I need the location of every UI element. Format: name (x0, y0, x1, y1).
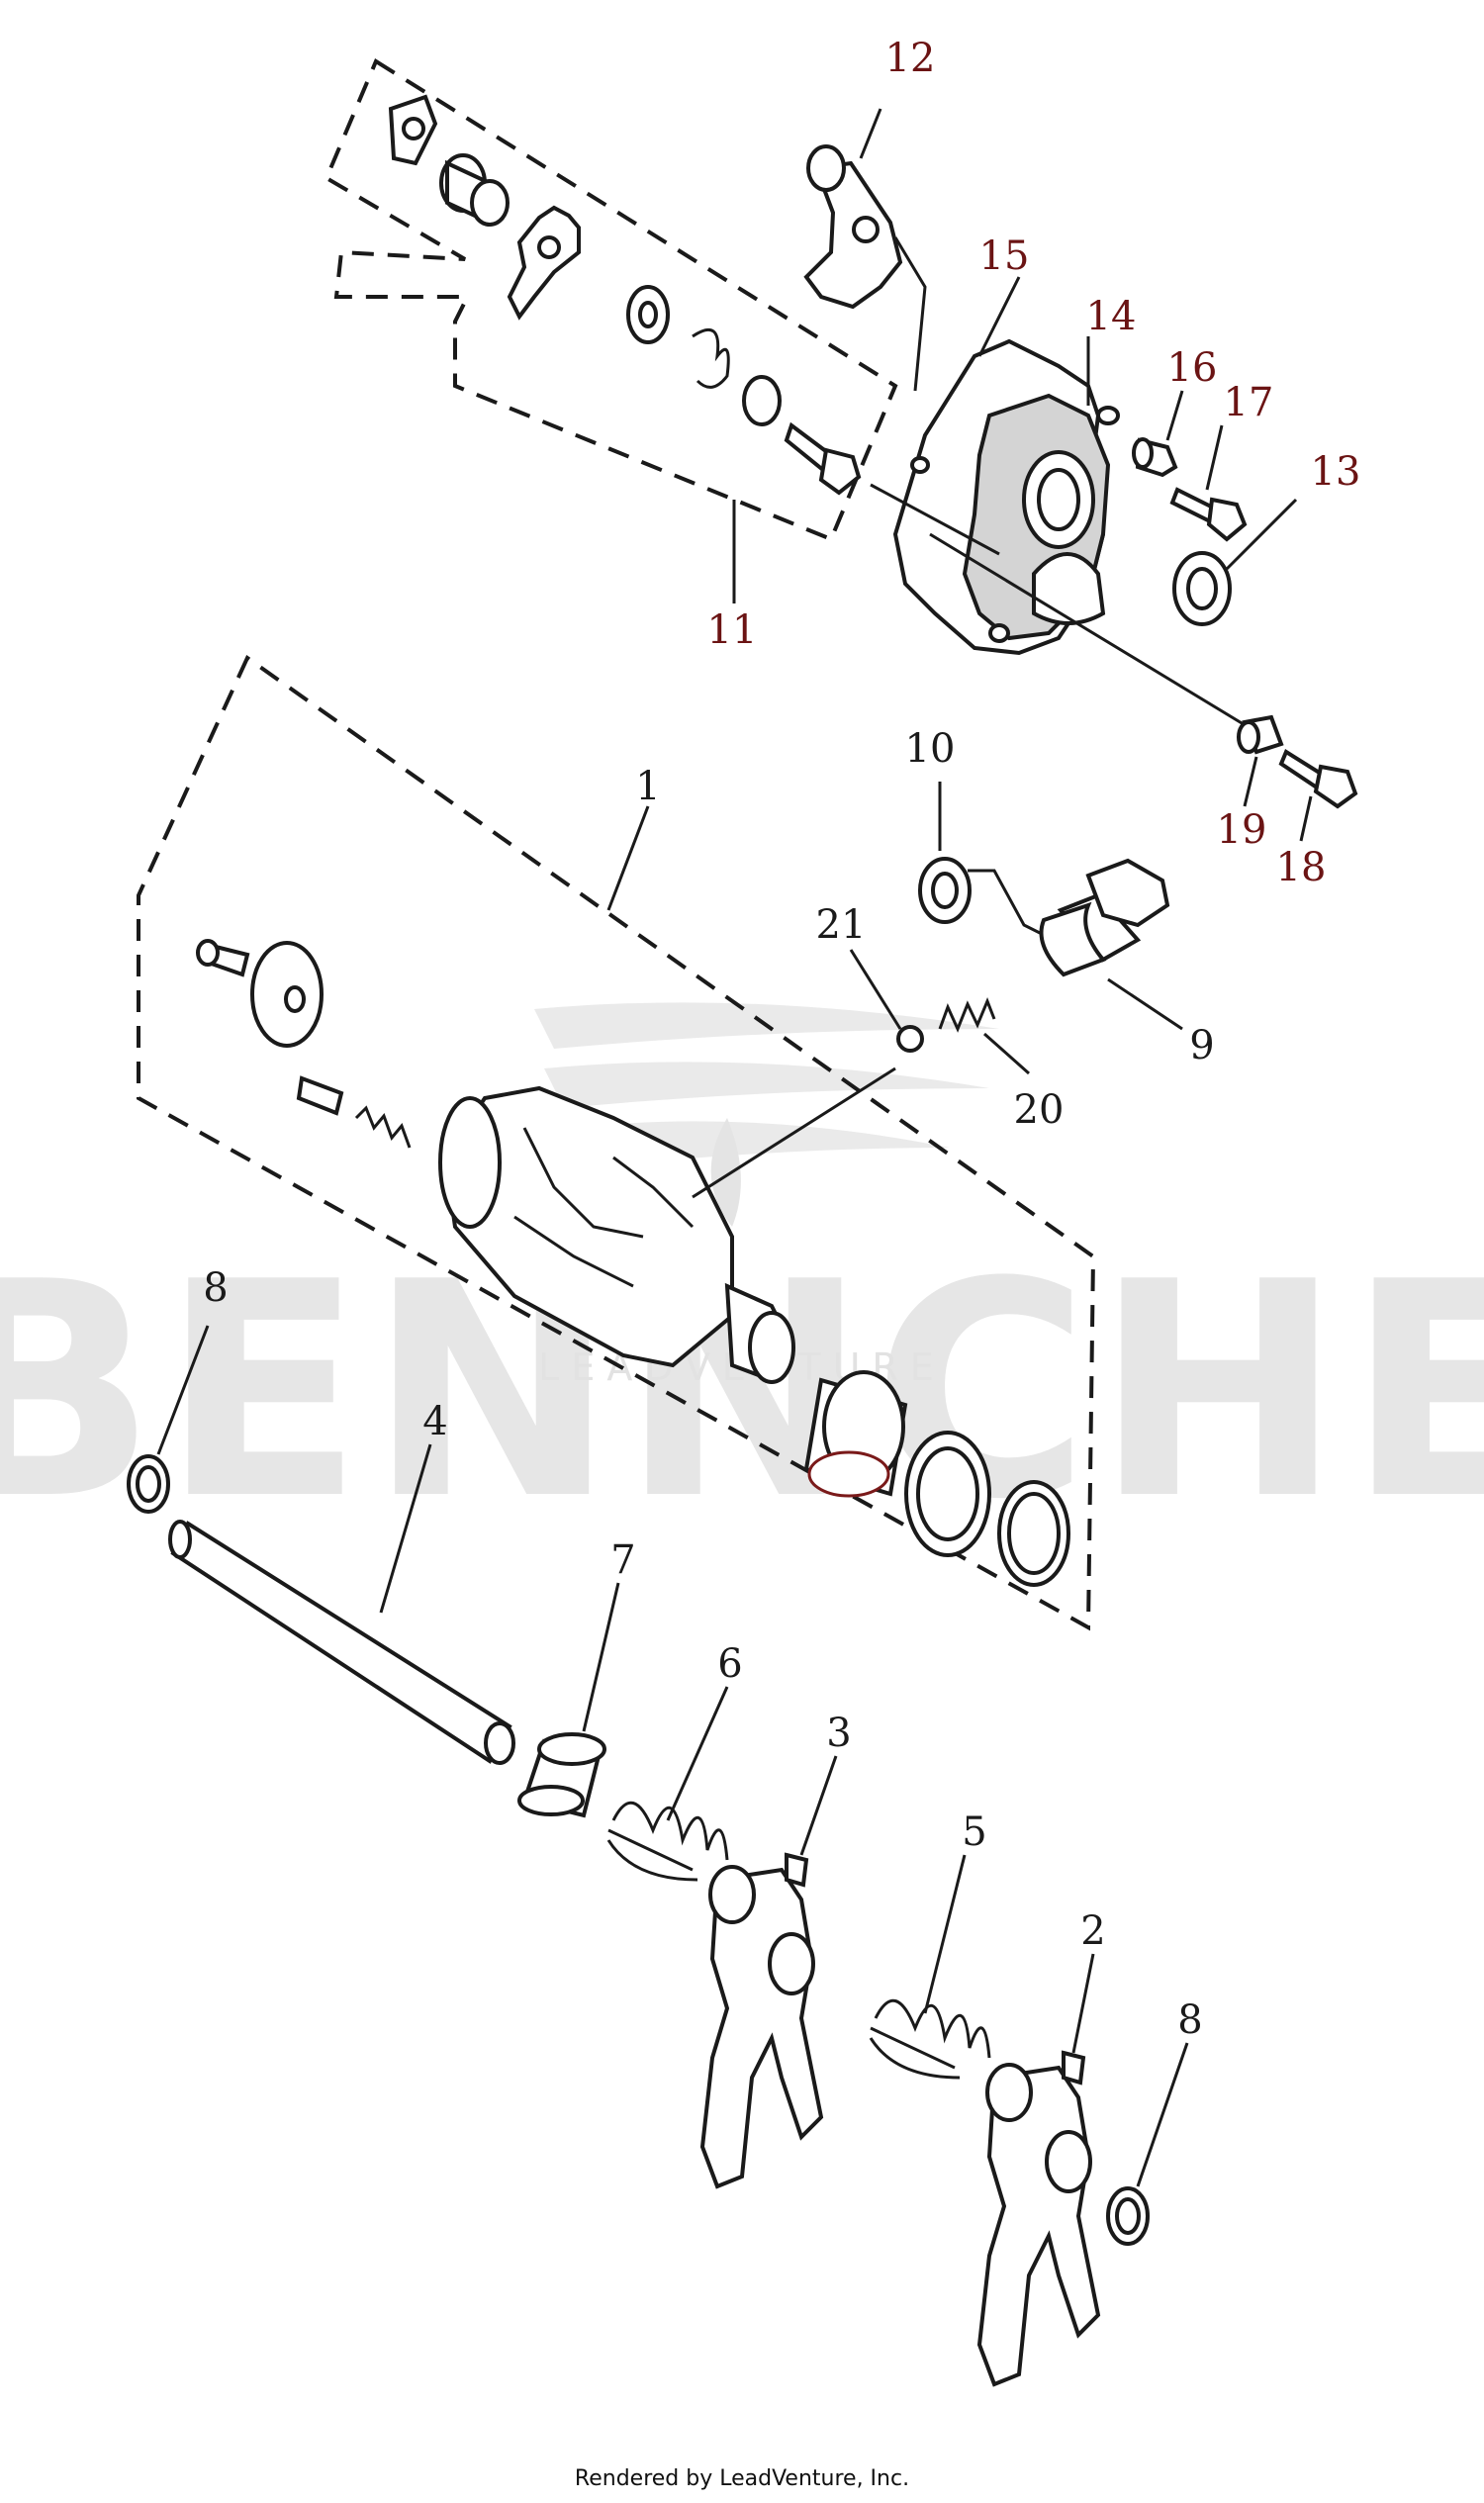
callout-9: 9 (1189, 1023, 1214, 1068)
bearing-bushing-part (803, 1370, 908, 1498)
dowel-part-19 (1237, 714, 1284, 807)
callout-15: 15 (979, 233, 1030, 279)
circlip-part-8-left (127, 1325, 210, 1514)
callout-11: 11 (707, 607, 758, 653)
callout-19: 19 (1217, 807, 1267, 853)
leader-axis-line (870, 483, 1000, 556)
callout-4: 4 (422, 1399, 447, 1444)
callout-labels: 11 12 13 14 15 16 17 18 19 1 10 9 21 20 … (203, 36, 1360, 2043)
callout-17: 17 (1224, 380, 1274, 425)
assembly-11-dashed-outline (324, 58, 898, 542)
shift-fork-part-3 (699, 1755, 838, 2189)
shift-arm-part-12 (803, 108, 927, 392)
circlip-part-8-right (1106, 2042, 1189, 2246)
small-spring-part (296, 1075, 412, 1149)
washer-2-part (742, 375, 782, 426)
detent-spring-part-20 (938, 996, 1030, 1075)
oil-seal-part-13 (1172, 498, 1298, 626)
shift-fork-shaft-part-4 (168, 1443, 515, 1765)
plug-bolt-part-9 (1039, 858, 1183, 1031)
callout-14: 14 (1086, 294, 1137, 339)
callout-20: 20 (1014, 1087, 1065, 1133)
callout-6: 6 (717, 1641, 742, 1687)
spring-part-5 (869, 1854, 991, 2080)
bolt-part-18 (1278, 749, 1358, 842)
callout-10: 10 (905, 726, 956, 772)
callout-3: 3 (826, 1711, 851, 1756)
callout-12: 12 (885, 36, 936, 81)
leader-1 (606, 805, 650, 911)
return-spring-part (692, 327, 730, 389)
footer-credit: Rendered by LeadVenture, Inc. (575, 2466, 909, 2491)
watermark-brand: BENNCHE (0, 1219, 1484, 1564)
callout-2: 2 (1080, 1908, 1105, 1954)
callout-8-left: 8 (203, 1265, 228, 1311)
assembly-1-group (137, 654, 1096, 1631)
shift-drum-part (438, 1066, 896, 1384)
bolt-part (784, 421, 862, 496)
callout-16: 16 (1167, 345, 1218, 391)
watermark: BENNCHE LEADVENTURE (0, 1002, 1484, 1564)
callout-5: 5 (962, 1809, 986, 1855)
stopper-disc-part (250, 941, 324, 1048)
shift-pawl-gear-part (507, 205, 581, 321)
callout-18: 18 (1276, 845, 1327, 890)
bolt-part-17 (1169, 424, 1248, 542)
shift-housing-part-14-15 (870, 276, 1257, 734)
assembly-1-dashed-outline (137, 654, 1096, 1631)
washer-part-10 (918, 782, 1055, 942)
callout-7: 7 (610, 1537, 635, 1583)
screw-part-small (196, 939, 250, 977)
assembly-11-group (324, 58, 898, 603)
callout-1: 1 (635, 764, 660, 809)
stopper-plate-part (388, 94, 438, 166)
callout-21: 21 (816, 902, 867, 948)
dowel-pin-part-16 (1132, 390, 1184, 478)
collar-part-7 (517, 1582, 620, 1818)
callout-8-right: 8 (1177, 1997, 1202, 2043)
shift-fork-part-2 (976, 1953, 1101, 2387)
spring-part-6 (606, 1686, 729, 1882)
detent-ball-part-21 (896, 1025, 924, 1053)
collar-part (439, 153, 510, 227)
callout-13: 13 (1311, 449, 1361, 495)
